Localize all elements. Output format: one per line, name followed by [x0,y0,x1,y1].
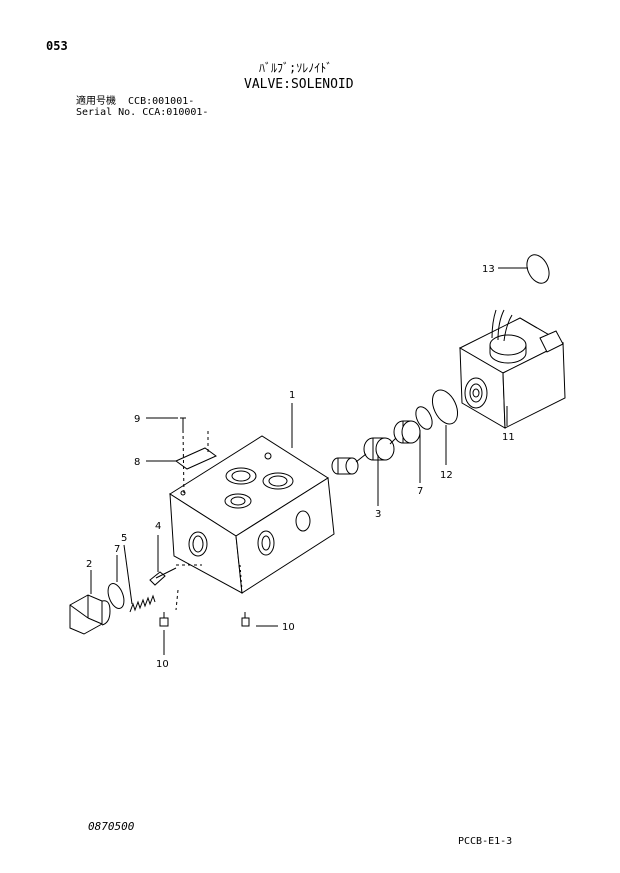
valve-body-part [169,435,335,594]
callout-11: 11 [502,432,515,443]
screw-9-part [180,417,186,430]
page-number: 053 [46,39,68,53]
o-ring-7-part [415,406,433,430]
callout-7-left: 7 [114,544,120,555]
spool-cartridge-part [331,420,421,475]
serial-line-applicable: 適用号機 CCB:001001- [76,96,195,107]
callout-1: 1 [289,390,295,401]
callout-10-right: 10 [282,622,295,633]
serial-line-serial-no: Serial No. CCA:010001- [76,107,209,118]
plug-part [69,594,111,635]
plug-10-left-part [159,612,169,627]
solenoid-part [458,309,566,429]
callout-4: 4 [155,521,161,532]
spring-part [129,594,156,613]
callout-8: 8 [134,457,140,468]
plug-10-right-part [241,612,250,627]
callout-10-left: 10 [156,659,169,670]
poppet-part [149,571,166,586]
callout-7-right: 7 [417,486,423,497]
o-ring-12-part [431,389,459,425]
leader-lines [90,267,528,655]
callout-9: 9 [134,414,140,425]
title-japanese: ﾊﾞﾙﾌﾞ;ｿﾚﾉｲﾄﾞ [259,61,333,75]
drawing-code: 0870500 [88,820,135,833]
title-english: VALVE:SOLENOID [244,77,354,92]
shim-plate-part [175,447,217,470]
o-ring-13-part [526,254,550,284]
catalog-code: PCCB-E1-3 [458,836,513,847]
callout-12: 12 [440,470,453,481]
o-ring-7-left-part [107,583,125,609]
callout-2: 2 [86,559,92,570]
callout-3: 3 [375,509,381,520]
callout-labels: 1 2 3 4 5 7 7 8 9 10 10 11 12 13 [86,264,515,670]
callout-5: 5 [121,533,127,544]
callout-13: 13 [482,264,495,275]
